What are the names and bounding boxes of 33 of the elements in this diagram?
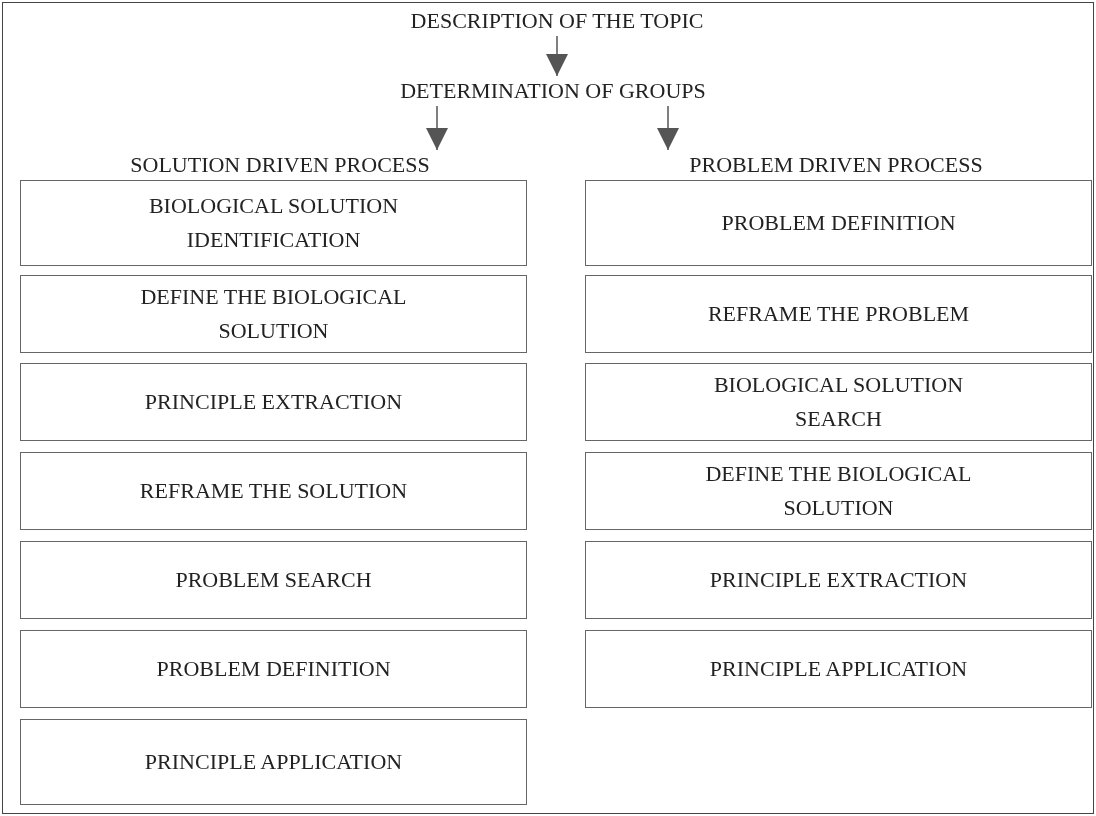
arrow [657,105,679,151]
box-label: PRINCIPLE APPLICATION [709,655,968,683]
heading-text: DESCRIPTION OF THE TOPIC [410,8,704,34]
box-label: BIOLOGICAL SOLUTION IDENTIFICATION [147,192,400,254]
process-box [585,275,1092,353]
process-box [20,452,527,530]
heading-text: DETERMINATION OF GROUPS [400,78,706,104]
box-label: REFRAME THE PROBLEM [707,300,970,328]
box-label: PRINCIPLE APPLICATION [144,748,403,776]
process-box [20,275,527,353]
process-box [20,719,527,805]
arrow [546,35,568,77]
process-box [585,452,1092,530]
heading-text: SOLUTION DRIVEN PROCESS [130,152,430,178]
box-label: BIOLOGICAL SOLUTION SEARCH [712,371,965,433]
box-label: DEFINE THE BIOLOGICAL SOLUTION [704,460,973,522]
process-box [20,541,527,619]
process-box [20,363,527,441]
box-label: PRINCIPLE EXTRACTION [709,566,968,594]
box-label: PRINCIPLE EXTRACTION [144,388,403,416]
box-label: DEFINE THE BIOLOGICAL SOLUTION [139,283,408,345]
process-box [20,630,527,708]
process-box [20,180,527,266]
box-label: PROBLEM DEFINITION [156,655,391,683]
arrow [426,105,448,151]
box-label: PROBLEM DEFINITION [721,209,956,237]
heading-text: PROBLEM DRIVEN PROCESS [689,152,983,178]
box-label: PROBLEM SEARCH [175,566,372,594]
box-label: REFRAME THE SOLUTION [139,477,408,505]
process-box [585,630,1092,708]
process-box [585,180,1092,266]
process-box [585,541,1092,619]
process-box [585,363,1092,441]
